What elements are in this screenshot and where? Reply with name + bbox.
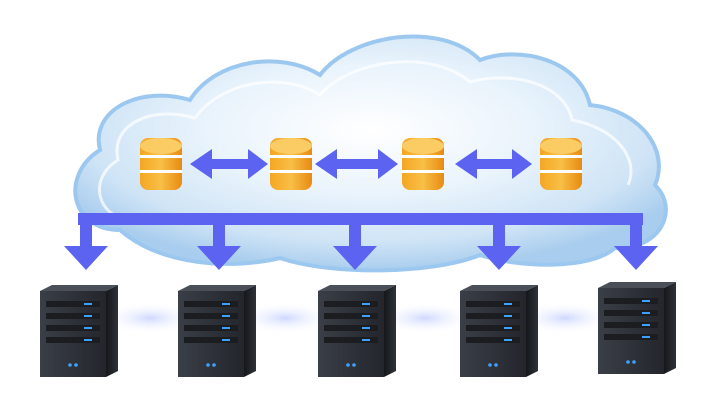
server-icon: [178, 285, 256, 377]
database-icon: [402, 138, 444, 190]
server-icons: [40, 282, 676, 377]
down-arrow-3: [333, 213, 377, 270]
database-icon: [140, 138, 182, 190]
cloud-shape: [73, 34, 668, 273]
server-icon: [318, 285, 396, 377]
distribution-arrows: [64, 213, 658, 270]
down-arrow-5: [614, 213, 658, 270]
database-icons: [140, 138, 582, 190]
server-icon: [460, 285, 538, 377]
database-icon: [270, 138, 312, 190]
down-arrow-2: [197, 213, 241, 270]
database-icon: [540, 138, 582, 190]
db-link-arrow-2-3: [315, 149, 398, 179]
db-link-arrow-1-2: [190, 149, 268, 179]
db-link-arrow-3-4: [455, 149, 532, 179]
server-glow: [100, 302, 615, 334]
down-arrow-1: [64, 213, 108, 270]
server-icon: [598, 282, 676, 374]
db-link-arrows: [190, 149, 532, 179]
down-arrow-4: [477, 213, 521, 270]
server-icon: [40, 285, 118, 377]
